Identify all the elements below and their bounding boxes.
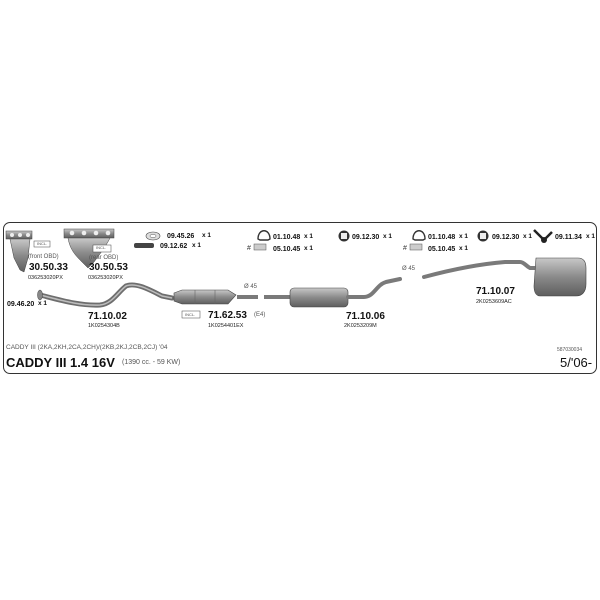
hanger-1-qty: x 1	[383, 233, 393, 240]
diameter-label-1: Ø 45	[244, 284, 258, 290]
vehicle-types: CADDY III (2KA,2KH,2CA,2CH)/(2KB,2KJ,2CB…	[6, 344, 168, 351]
clamp-2-qty: x 1	[459, 233, 469, 240]
hanger-shape-2	[477, 230, 489, 242]
clamp-2-number: 01.10.48	[428, 234, 456, 241]
front-pipe-shape	[37, 282, 175, 308]
ring-2-number: 05.10.45	[428, 246, 456, 253]
catalyst-number: 71.62.53	[208, 310, 247, 321]
ring-shape-2	[409, 243, 423, 251]
manifold-rear-number: 30.50.53	[89, 262, 128, 273]
mount-1-number: 09.12.62	[160, 243, 188, 250]
gasket-1-qty: x 1	[202, 232, 212, 239]
hanger-shape-1	[338, 230, 350, 242]
middle-silencer-oem: 2K0253209M	[344, 323, 377, 329]
clamp-1-number: 01.10.48	[273, 234, 301, 241]
manifold-rear-note: (rear OBD)	[89, 255, 119, 261]
clamp-shape-2	[412, 230, 426, 241]
svg-text:#: #	[247, 245, 251, 252]
manifold-front-note: (front OBD)	[28, 254, 59, 260]
mount-1-qty: x 1	[192, 242, 202, 249]
ring-1-number: 05.10.45	[273, 246, 301, 253]
rear-silencer-shape	[422, 257, 587, 297]
hanger-2-qty: x 1	[523, 233, 533, 240]
catalyst-incl-tag: INCL.	[185, 312, 196, 317]
gasket-manifold-number: 09.46.20	[7, 301, 35, 308]
manifold-front-shape	[5, 230, 51, 273]
rear-silencer-oem: 2K0253609AC	[476, 299, 512, 305]
mount-shape	[134, 243, 154, 248]
manifold-rear-shape	[63, 228, 115, 269]
vehicle-engine: (1390 cc. - 59 KW)	[122, 359, 181, 366]
manifold-rear-oem: 036253020PX	[88, 275, 123, 281]
hanger-3-qty: x 1	[586, 233, 596, 240]
hanger-1-number: 09.12.30	[352, 234, 380, 241]
svg-text:#: #	[403, 245, 407, 252]
diagram-code: 587030034	[557, 347, 583, 353]
clamp-1-qty: x 1	[304, 233, 314, 240]
manifold-front-number: 30.50.33	[29, 262, 68, 273]
clamp-shape-1	[257, 230, 271, 241]
front-pipe-oem: 1K0254304B	[88, 323, 120, 329]
front-pipe-number: 71.10.02	[88, 311, 127, 322]
diameter-label-2: Ø 45	[402, 266, 416, 272]
hanger-3-number: 09.11.34	[555, 234, 582, 241]
ring-shape-1	[253, 243, 267, 251]
diagram-frame	[3, 222, 597, 374]
ring-2-qty: x 1	[459, 245, 469, 252]
gasket-1-number: 09.45.26	[167, 233, 195, 240]
hanger-2-number: 09.12.30	[492, 234, 520, 241]
vehicle-name: CADDY III 1.4 16V	[6, 355, 115, 370]
middle-silencer-shape	[264, 277, 402, 308]
rear-silencer-number: 71.10.07	[476, 286, 515, 297]
gasket-shape	[145, 231, 161, 241]
manifold-front-oem: 036253020PX	[28, 275, 63, 281]
middle-silencer-number: 71.10.06	[346, 311, 385, 322]
gasket-manifold-qty: x 1	[38, 300, 48, 307]
catalyst-norm: (E4)	[254, 312, 266, 318]
manifold-front-incl-tag: INCL.	[37, 241, 48, 246]
hanger-shape-3	[533, 229, 553, 243]
catalyst-oem: 1K0254401EX	[208, 323, 244, 329]
ring-1-qty: x 1	[304, 245, 314, 252]
catalyst-shape	[173, 289, 237, 319]
vehicle-date: 5/'06-	[560, 355, 593, 370]
manifold-rear-incl-tag: INCL.	[96, 245, 107, 250]
